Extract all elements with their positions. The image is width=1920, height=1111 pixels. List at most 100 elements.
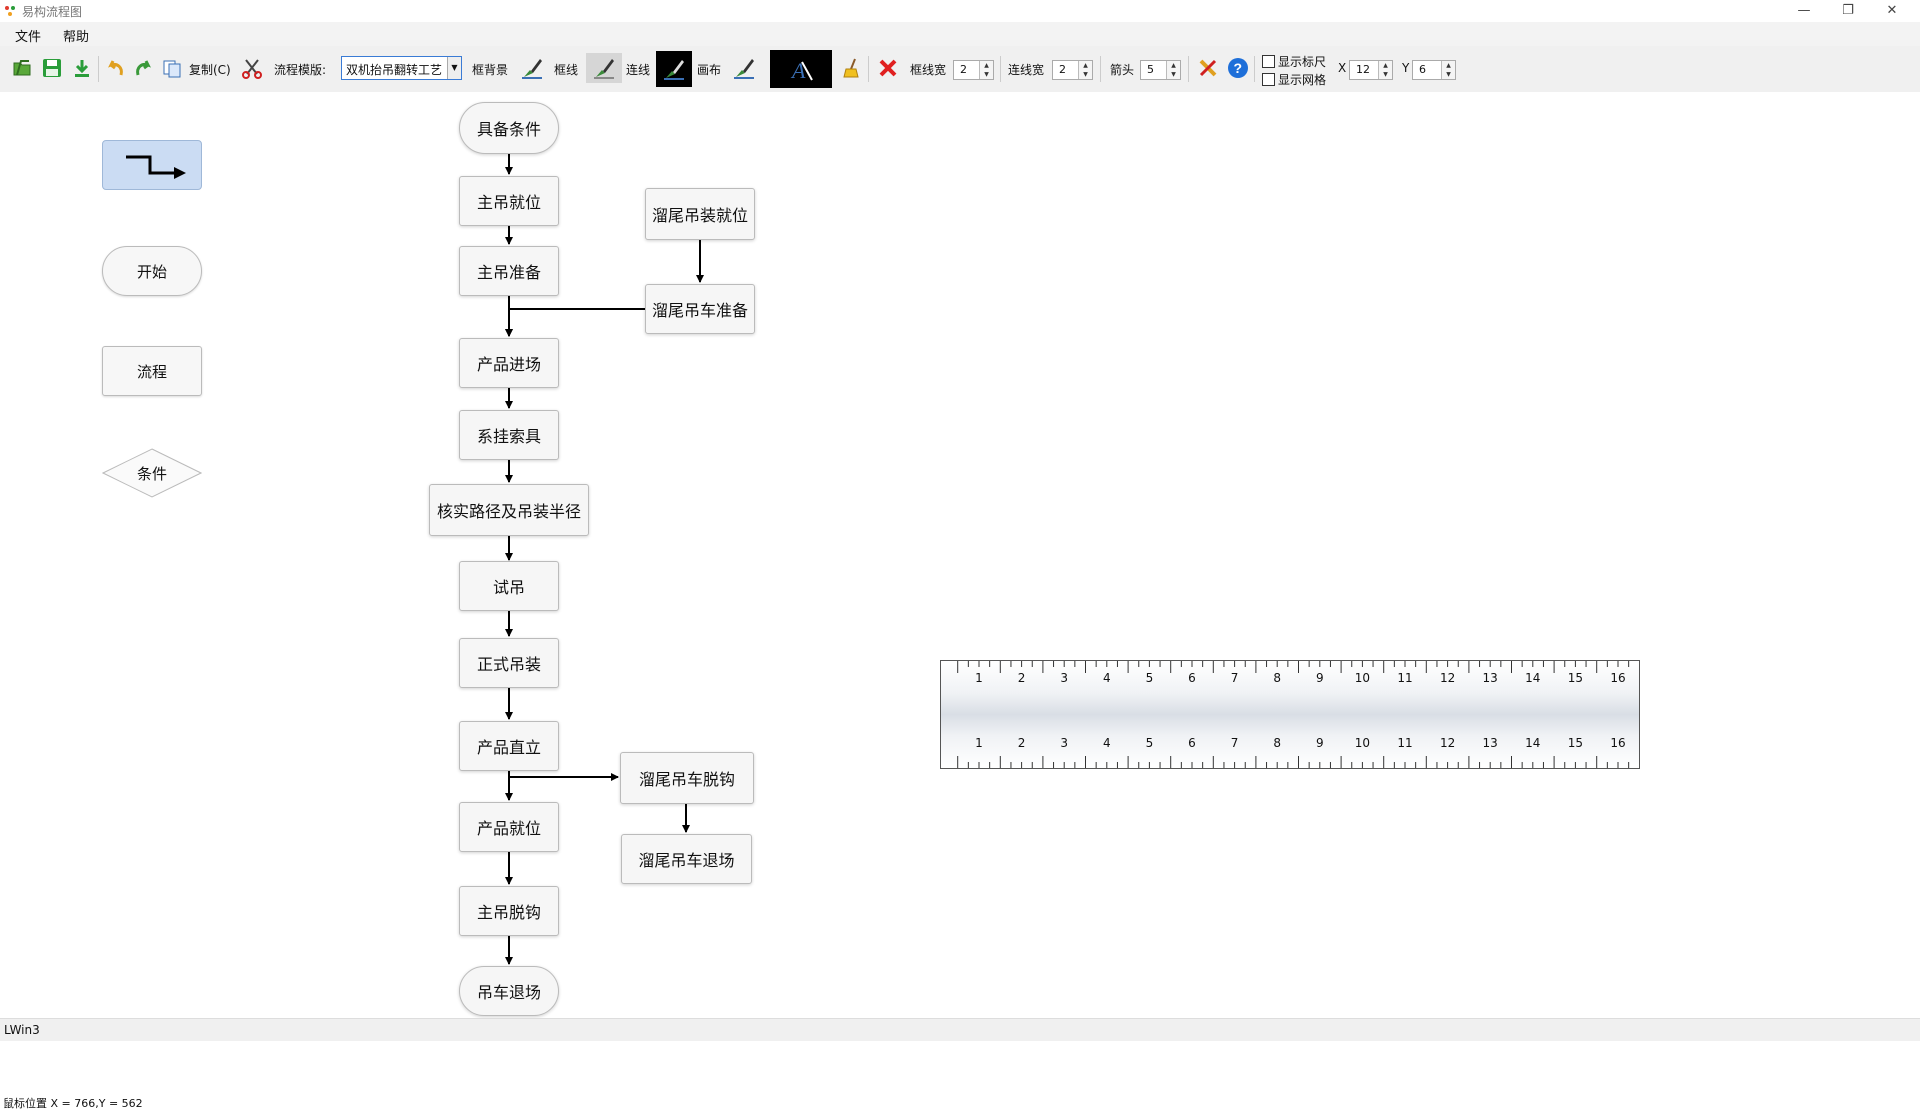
template-select[interactable]: 双机抬吊翻转工艺 ▼ [341, 56, 462, 80]
flow-node[interactable]: 溜尾吊车脱钩 [620, 752, 754, 804]
frame-width-value: 2 [960, 63, 967, 76]
flow-node-end[interactable]: 吊车退场 [459, 966, 559, 1016]
flowchart-canvas[interactable]: 开始 流程 条件 具备条件 主吊就 [0, 92, 1920, 1110]
connector-width-stepper[interactable]: 2 ▲▼ [1052, 60, 1093, 80]
flow-node[interactable]: 核实路径及吊装半径 [429, 484, 589, 536]
frame-width-stepper[interactable]: 2 ▲▼ [953, 60, 994, 80]
title-bar: 易构流程图 — ❐ ✕ [0, 0, 1920, 22]
show-ruler-checkbox[interactable] [1262, 55, 1275, 68]
canvas-color-swatch[interactable]: A [770, 50, 832, 88]
palette-process[interactable]: 流程 [102, 346, 202, 396]
flow-node[interactable]: 试吊 [459, 561, 559, 611]
flow-node[interactable]: 产品就位 [459, 802, 559, 852]
chevron-down-icon[interactable]: ▼ [1383, 71, 1388, 78]
delete-button[interactable] [876, 56, 900, 80]
chevron-up-icon[interactable]: ▲ [1383, 62, 1388, 69]
flow-node[interactable]: 产品直立 [459, 721, 559, 771]
chevron-up-icon[interactable]: ▲ [1083, 62, 1088, 69]
chevron-up-icon[interactable]: ▲ [1446, 62, 1451, 69]
toolbar-separator [868, 56, 869, 82]
ruler-tick-label: 10 [1354, 736, 1371, 750]
mouse-position: 鼠标位置 X = 766,Y = 562 [3, 1097, 143, 1110]
copy-label[interactable]: 复制(C) [189, 63, 231, 77]
flow-node[interactable]: 溜尾吊车准备 [645, 284, 755, 334]
menu-help[interactable]: 帮助 [63, 30, 90, 45]
chevron-down-icon[interactable]: ▼ [984, 71, 989, 78]
brush-icon [522, 59, 542, 79]
copy-button[interactable] [160, 56, 184, 80]
toolbar-separator [1188, 56, 1189, 82]
export-button[interactable] [70, 56, 94, 80]
chevron-down-icon[interactable]: ▼ [447, 57, 461, 79]
flow-node[interactable]: 系挂索具 [459, 410, 559, 460]
clear-button[interactable] [840, 56, 864, 80]
undo-button[interactable] [104, 56, 128, 80]
flow-node[interactable]: 主吊就位 [459, 176, 559, 226]
ruler-tick-label: 16 [1610, 671, 1626, 685]
toolbar: 复制(C) 流程模版: 双机抬吊翻转工艺 ▼ 框背景 框线 连线 画布 A 框线… [0, 46, 1920, 93]
chevron-down-icon[interactable]: ▼ [1446, 71, 1451, 78]
show-ruler-label: 显示标尺 [1278, 55, 1327, 69]
flow-node[interactable]: 主吊脱钩 [459, 886, 559, 936]
canvas-color-button[interactable] [730, 56, 758, 80]
ruler-tick-label: 3 [1060, 736, 1069, 750]
canvas-label: 画布 [697, 63, 722, 77]
flow-node-start[interactable]: 具备条件 [459, 102, 559, 154]
ruler-tick-label: 15 [1567, 671, 1584, 685]
svg-text:?: ? [1234, 60, 1243, 76]
ruler-tick-label: 12 [1439, 736, 1456, 750]
redo-button[interactable] [132, 56, 156, 80]
tools-button[interactable] [1196, 56, 1220, 80]
connector-label: 连线 [626, 63, 651, 77]
chevron-down-icon[interactable]: ▼ [1171, 71, 1176, 78]
ruler-tick-label: 4 [1102, 671, 1111, 685]
palette-condition[interactable]: 条件 [102, 448, 202, 498]
flow-node[interactable]: 溜尾吊装就位 [645, 188, 755, 240]
palette-condition-label: 条件 [136, 464, 167, 483]
flow-node[interactable]: 溜尾吊车退场 [621, 834, 752, 884]
ruler-tick-label: 7 [1230, 736, 1239, 750]
chevron-up-icon[interactable]: ▲ [1171, 62, 1176, 69]
x-stepper[interactable]: 12 ▲▼ [1349, 60, 1393, 80]
flow-node[interactable]: 主吊准备 [459, 246, 559, 296]
connector-color-button[interactable] [656, 51, 692, 87]
cut-button[interactable] [240, 56, 264, 80]
status-text: LWin3 [4, 1023, 40, 1037]
flow-node[interactable]: 产品进场 [459, 338, 559, 388]
brush-icon [664, 60, 684, 80]
broom-icon [843, 58, 859, 78]
chevron-up-icon[interactable]: ▲ [984, 62, 989, 69]
connector-width-label: 连线宽 [1008, 63, 1045, 77]
stepper-buttons[interactable]: ▲▼ [1378, 61, 1392, 79]
x-value: 12 [1356, 63, 1370, 76]
help-button[interactable]: ? [1226, 56, 1250, 80]
ruler-tick-label: 9 [1315, 736, 1324, 750]
minimize-button[interactable]: — [1797, 3, 1811, 18]
ruler-tick-label: 10 [1354, 671, 1371, 685]
save-button[interactable] [40, 56, 64, 80]
ruler-tick-label: 11 [1397, 736, 1413, 750]
ruler-tick-label: 2 [1017, 671, 1026, 685]
ruler-tick-label: 1 [975, 671, 983, 685]
flow-node[interactable]: 正式吊装 [459, 638, 559, 688]
stepper-buttons[interactable]: ▲▼ [1078, 61, 1092, 79]
show-grid-checkbox[interactable] [1262, 73, 1275, 86]
restore-button[interactable]: ❐ [1842, 3, 1854, 18]
ruler-tick-label: 1 [975, 736, 983, 750]
stepper-buttons[interactable]: ▲▼ [979, 61, 993, 79]
stepper-buttons[interactable]: ▲▼ [1441, 61, 1455, 79]
open-button[interactable] [10, 56, 34, 80]
chevron-down-icon[interactable]: ▼ [1083, 71, 1088, 78]
close-button[interactable]: ✕ [1886, 3, 1898, 18]
y-stepper[interactable]: 6 ▲▼ [1412, 60, 1456, 80]
menu-file[interactable]: 文件 [15, 30, 42, 45]
stepper-buttons[interactable]: ▲▼ [1166, 61, 1180, 79]
arrow-size-stepper[interactable]: 5 ▲▼ [1140, 60, 1181, 80]
window-title: 易构流程图 [22, 5, 83, 19]
frame-bg-color-button[interactable] [518, 56, 546, 80]
svg-text:A: A [790, 58, 806, 83]
frame-line-color-button[interactable] [586, 53, 622, 83]
palette-start[interactable]: 开始 [102, 246, 202, 296]
palette-connector[interactable] [102, 140, 202, 190]
